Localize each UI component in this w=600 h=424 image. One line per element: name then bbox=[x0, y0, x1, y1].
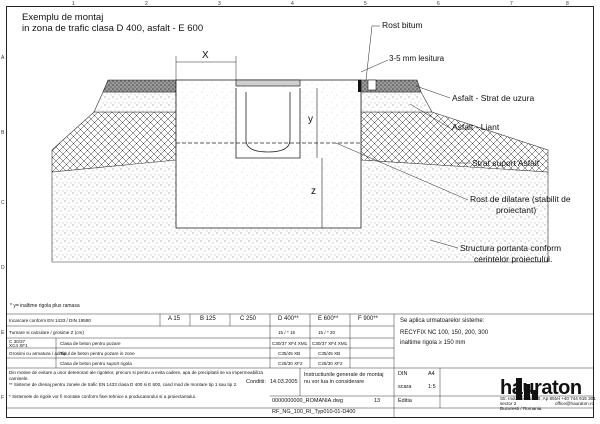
asphalt-binder-right bbox=[360, 91, 433, 113]
channel-body bbox=[235, 88, 301, 159]
din-label: DIN bbox=[398, 371, 408, 377]
row4-d400: C35/45 XB bbox=[278, 351, 301, 356]
ruler-top-5: 5 bbox=[364, 1, 367, 7]
row3-d400: C30/37 XF4 XM1 bbox=[272, 341, 308, 346]
ruler-top-8: 8 bbox=[566, 1, 569, 7]
row2-label: Turnare si calculare / grosime Z (cm) bbox=[9, 330, 84, 335]
label-rost-dilatare-2: proiectant) bbox=[496, 205, 537, 215]
ruler-side-f: F bbox=[1, 395, 5, 401]
ruler-side-b: B bbox=[1, 130, 5, 136]
row1-label: Incarcare conform EN 1433 / DIN 19580 bbox=[9, 318, 91, 323]
drawing-footnote: * y= inaltime rigola plus ramasa bbox=[10, 303, 80, 309]
note-2: ** Sisteme de drenaj pentru zonele de tr… bbox=[9, 382, 238, 387]
row3-label-a: C 30/37 bbox=[9, 339, 26, 344]
label-strat-suport: Strat suport Asfalt bbox=[472, 158, 540, 168]
ruler-side-e: E bbox=[1, 330, 5, 336]
conditii-date: 14.03.2005 bbox=[270, 379, 298, 385]
label-asfalt-liant: Asfalt - Liant bbox=[452, 122, 500, 132]
doc-number: 0000000000_ROMANIA.dwg bbox=[272, 398, 343, 404]
hauraton-logo-icon bbox=[516, 378, 538, 400]
product-name: RECYFIX NC 100, 150, 200, 300 bbox=[400, 330, 489, 336]
ruler-top-3: 3 bbox=[218, 1, 221, 7]
title-block-grid bbox=[6, 313, 594, 418]
drawing-title: Exemplu de montaj in zona de trafic clas… bbox=[22, 12, 203, 34]
channel-interior bbox=[245, 92, 291, 153]
instructions-line-2: nu vor lua in considerare bbox=[304, 379, 365, 385]
ref-line: RF_NG_100_RI_Typ010-01-D400 bbox=[272, 409, 356, 415]
ruler-side-a: A bbox=[1, 55, 5, 61]
bitumen-joint bbox=[358, 80, 361, 92]
label-asfalt-uzura: Asfalt - Strat de uzura bbox=[452, 93, 535, 103]
scale-label: scara bbox=[398, 384, 412, 390]
scale-value: 1:5 bbox=[428, 384, 436, 390]
ruler-top-6: 6 bbox=[437, 1, 440, 7]
class-e600: E 600** bbox=[318, 316, 339, 322]
company-address-2: sector 2 bbox=[500, 401, 517, 406]
class-a15: A 15 bbox=[168, 316, 181, 322]
company-phone: tel +40 744 915 301 bbox=[555, 396, 596, 401]
ruler-side-d: D bbox=[1, 265, 5, 271]
class-c250: C 250 bbox=[240, 316, 257, 322]
dimension-x: X bbox=[202, 50, 209, 61]
dimension-z: z bbox=[311, 186, 316, 197]
company-address-1: Str. Industriei Nr. 10, Ap 85 bbox=[500, 396, 555, 401]
class-b125: B 125 bbox=[200, 316, 216, 322]
ruler-side-c: C bbox=[1, 200, 5, 206]
row5-d400: C25/30 XF2 bbox=[278, 361, 303, 366]
drawing-frame bbox=[6, 6, 594, 418]
channel-grate bbox=[235, 79, 301, 87]
row4-label: Grosimi cu armatura / aditivi bbox=[9, 351, 67, 356]
product-height: inaltime rigola ≥ 150 mm bbox=[400, 340, 466, 346]
title-line-2: in zona de trafic clasa D 400, asfalt - … bbox=[22, 23, 204, 34]
row4-text: Tipul de beton pentru pozare in zone bbox=[60, 351, 135, 356]
ruler-top-7: 7 bbox=[510, 1, 513, 7]
row2-e600: 15 / * 20 bbox=[318, 330, 336, 335]
label-structura-2: cerintelor proiectului. bbox=[474, 254, 553, 264]
bitumen-joint-detail bbox=[367, 79, 377, 91]
note-1: Din motive de evitare a unor deteriorari… bbox=[9, 370, 264, 381]
label-lesitura: 3-5 mm lesitura bbox=[389, 54, 445, 63]
ruler-top-2: 2 bbox=[145, 1, 148, 7]
din-value: A4 bbox=[428, 371, 435, 377]
row3-e600: C30/37 XF4 XM1 bbox=[312, 341, 348, 346]
asphalt-wear-left bbox=[102, 79, 177, 93]
note-3: * Sistemele de rigole vor fi montate con… bbox=[9, 394, 197, 399]
doc-page: 13 bbox=[374, 398, 381, 404]
edition-label: Editia bbox=[398, 398, 412, 404]
row3-label-b: XC4 XF1 bbox=[9, 343, 28, 348]
dimension-y: y bbox=[308, 114, 313, 125]
row5-e600: C25/30 XF2 bbox=[318, 361, 343, 366]
row3-text: Clasa de beton pentru pozare bbox=[60, 341, 121, 346]
title-line-1: Exemplu de montaj bbox=[22, 12, 104, 23]
product-title: Se aplica urmatoarelor sisteme: bbox=[400, 318, 485, 324]
instructions-line-1: Instructiunile generale de montaj bbox=[304, 372, 384, 378]
row2-d400: 15 / * 15 bbox=[278, 330, 296, 335]
brand-name: hauraton bbox=[500, 377, 582, 399]
asphalt-binder-left bbox=[93, 91, 177, 113]
class-d400: D 400** bbox=[278, 316, 299, 322]
conditii-label: Conditii: bbox=[246, 379, 266, 385]
ruler-top-4: 4 bbox=[291, 1, 294, 7]
class-f900: F 900** bbox=[358, 316, 379, 322]
ruler-top-1: 1 bbox=[72, 1, 75, 7]
row4-e600: C35/45 XB bbox=[318, 351, 341, 356]
label-rost-dilatare-1: Rost de dilatare (stabilit de bbox=[470, 194, 571, 204]
company-email: office@hauraton.ro bbox=[555, 401, 595, 406]
label-rost-bitum: Rost bitum bbox=[382, 20, 423, 30]
label-structura-1: Structura portanta conform bbox=[460, 243, 562, 253]
company-address-3: Bucuresti / Romania bbox=[500, 406, 542, 411]
row5-text: Clasa de beton pentru suport rigola bbox=[60, 361, 132, 366]
